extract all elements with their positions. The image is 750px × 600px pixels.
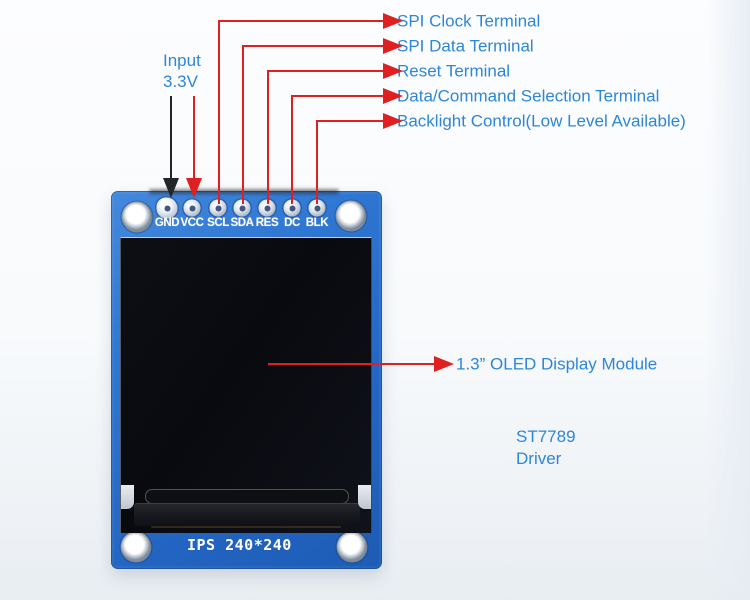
leader-line-scl (218, 13, 403, 204)
terminal-label-dc-select: Data/Command Selection Terminal (397, 86, 660, 106)
connector-trace (151, 526, 341, 528)
pin-pad-vcc (183, 199, 201, 217)
pin-label-vcc: VCC (180, 217, 204, 229)
pin-label-scl: SCL (207, 217, 229, 229)
terminal-label-reset: Reset Terminal (397, 61, 511, 81)
terminal-label-spi-clock: SPI Clock Terminal (397, 11, 541, 31)
input-label-line2: 3.3V (163, 72, 198, 91)
leader-line-sda (242, 38, 403, 204)
pin-pad-sda (233, 199, 251, 217)
pin-label-res: RES (255, 217, 279, 229)
screen-connector-area (121, 486, 371, 533)
mounting-hole-top-left (121, 201, 153, 233)
pin-pad-gnd (156, 197, 178, 219)
pin-pad-blk (308, 199, 326, 217)
input-label-line1: Input (163, 51, 201, 70)
leader-line-res (267, 63, 403, 204)
glass-corner-right (358, 485, 371, 509)
terminal-label-spi-data: SPI Data Terminal (397, 36, 534, 56)
leader-line-dc (291, 88, 403, 204)
pin-label-dc: DC (284, 217, 300, 229)
driver-label-line1: ST7789 (516, 427, 576, 446)
display-module-label: 1.3” OLED Display Module (456, 354, 658, 374)
connector-ribbon (134, 503, 360, 526)
pin-label-sda: SDA (230, 217, 254, 229)
pin-pad-scl (209, 199, 227, 217)
leader-line-blk (316, 113, 403, 204)
pin-label-blk: BLK (305, 217, 329, 229)
driver-label: ST7789 Driver (516, 426, 576, 470)
mounting-hole-top-right (335, 200, 367, 232)
mounting-hole-bottom-right (336, 531, 368, 563)
terminal-label-backlight: Backlight Control(Low Level Available) (397, 111, 686, 131)
input-voltage-label: Input 3.3V (163, 50, 201, 92)
driver-label-line2: Driver (516, 449, 562, 468)
oled-screen (120, 237, 372, 533)
pin-label-gnd: GND (154, 217, 180, 229)
pin-pad-res (258, 199, 276, 217)
bottom-silkscreen-text: IPS 240*240 (187, 536, 292, 554)
pin-pad-dc (283, 199, 301, 217)
mounting-hole-bottom-left (120, 531, 152, 563)
glass-corner-left (121, 485, 134, 509)
